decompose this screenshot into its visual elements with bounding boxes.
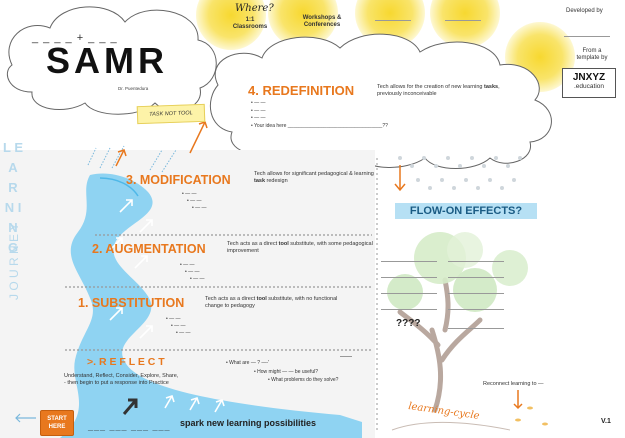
level-4-bullets: • — — • — — • — — • Your idea here _____… xyxy=(251,100,388,129)
reflect-description: Understand, Reflect, Consider, Explore, … xyxy=(64,373,179,386)
page-title: SAMR xyxy=(46,40,168,81)
level-1-title: 1. SUBSTITUTION xyxy=(78,296,185,310)
workshops-label: Workshops & Conferences xyxy=(302,15,342,29)
reconnect-label: Reconnect learning to — xyxy=(483,381,544,387)
flow-on-title: FLOW-ON EFFECTS? xyxy=(395,203,537,219)
flow-on-blank[interactable] xyxy=(381,309,437,310)
journey-side-label: J O U R N E Y xyxy=(6,223,22,300)
brand-name: JNXYZ xyxy=(572,72,606,83)
reflect-blank[interactable] xyxy=(340,356,352,357)
title-blanks: _ _ _ _ + _ _ _ xyxy=(32,32,118,44)
spark-tagline: spark new learning possibilities xyxy=(180,418,317,428)
version-label: V.1 xyxy=(601,418,611,425)
developed-by-label: Developed by xyxy=(566,8,603,14)
spark-blanks[interactable]: ___ ___ ___ ___ xyxy=(88,422,171,432)
level-2-title: 2. AUGMENTATION xyxy=(92,242,206,256)
level-3-title: 3. MODIFICATION xyxy=(126,173,231,187)
flow-on-blank[interactable] xyxy=(448,261,504,262)
developer-name-blank[interactable] xyxy=(564,36,610,37)
from-template-label: From a template by xyxy=(576,48,608,62)
unknown-effects-label: ???? xyxy=(396,318,421,329)
level-4-description: Tech allows for the creation of new lear… xyxy=(377,84,500,97)
learning-side-label: L E A R N I N G xyxy=(3,140,23,255)
flow-on-blank[interactable] xyxy=(448,293,504,294)
where-blank-2[interactable] xyxy=(445,20,481,21)
flow-on-blank[interactable] xyxy=(448,277,504,278)
level-1-bullets: • — — • — — • — — xyxy=(166,316,191,336)
byline: Dr. Puentedura xyxy=(118,86,149,91)
level-2-bullets: • — — • — — • — — xyxy=(180,262,205,282)
start-line: START xyxy=(47,416,67,422)
where-label: Where? xyxy=(235,3,274,14)
level-1-description: Tech acts as a direct tool substitute, w… xyxy=(205,296,338,309)
brand-logo[interactable]: JNXYZ .education xyxy=(562,68,616,98)
classrooms-label: 1:1 Classrooms xyxy=(232,17,268,31)
level-3-description: Tech allows for significant pedagogical … xyxy=(254,171,374,184)
here-line: HERE xyxy=(48,424,66,430)
flow-on-blank[interactable] xyxy=(448,309,504,310)
level-2-description: Tech acts as a direct tool substitute, w… xyxy=(227,241,373,254)
reflect-title: >. R E F L E C T xyxy=(87,356,165,368)
flow-on-blank[interactable] xyxy=(381,261,437,262)
flow-on-blank[interactable] xyxy=(381,293,437,294)
flow-on-blank[interactable] xyxy=(381,277,437,278)
brand-domain: .education xyxy=(574,83,604,90)
reflect-questions: • What are — ? —-' • How might — — be us… xyxy=(226,360,339,383)
where-blank-1[interactable] xyxy=(375,20,411,21)
level-4-title: 4. REDEFINITION xyxy=(248,83,355,98)
level-3-bullets: • — — • — — • — — xyxy=(182,191,207,211)
start-here-button[interactable]: START HERE xyxy=(40,410,74,436)
task-not-tool-sticky: TASK NOT TOOL xyxy=(136,103,206,125)
flow-on-blank[interactable] xyxy=(448,328,504,329)
your-idea-line[interactable]: • Your idea here _______________________… xyxy=(251,122,388,129)
